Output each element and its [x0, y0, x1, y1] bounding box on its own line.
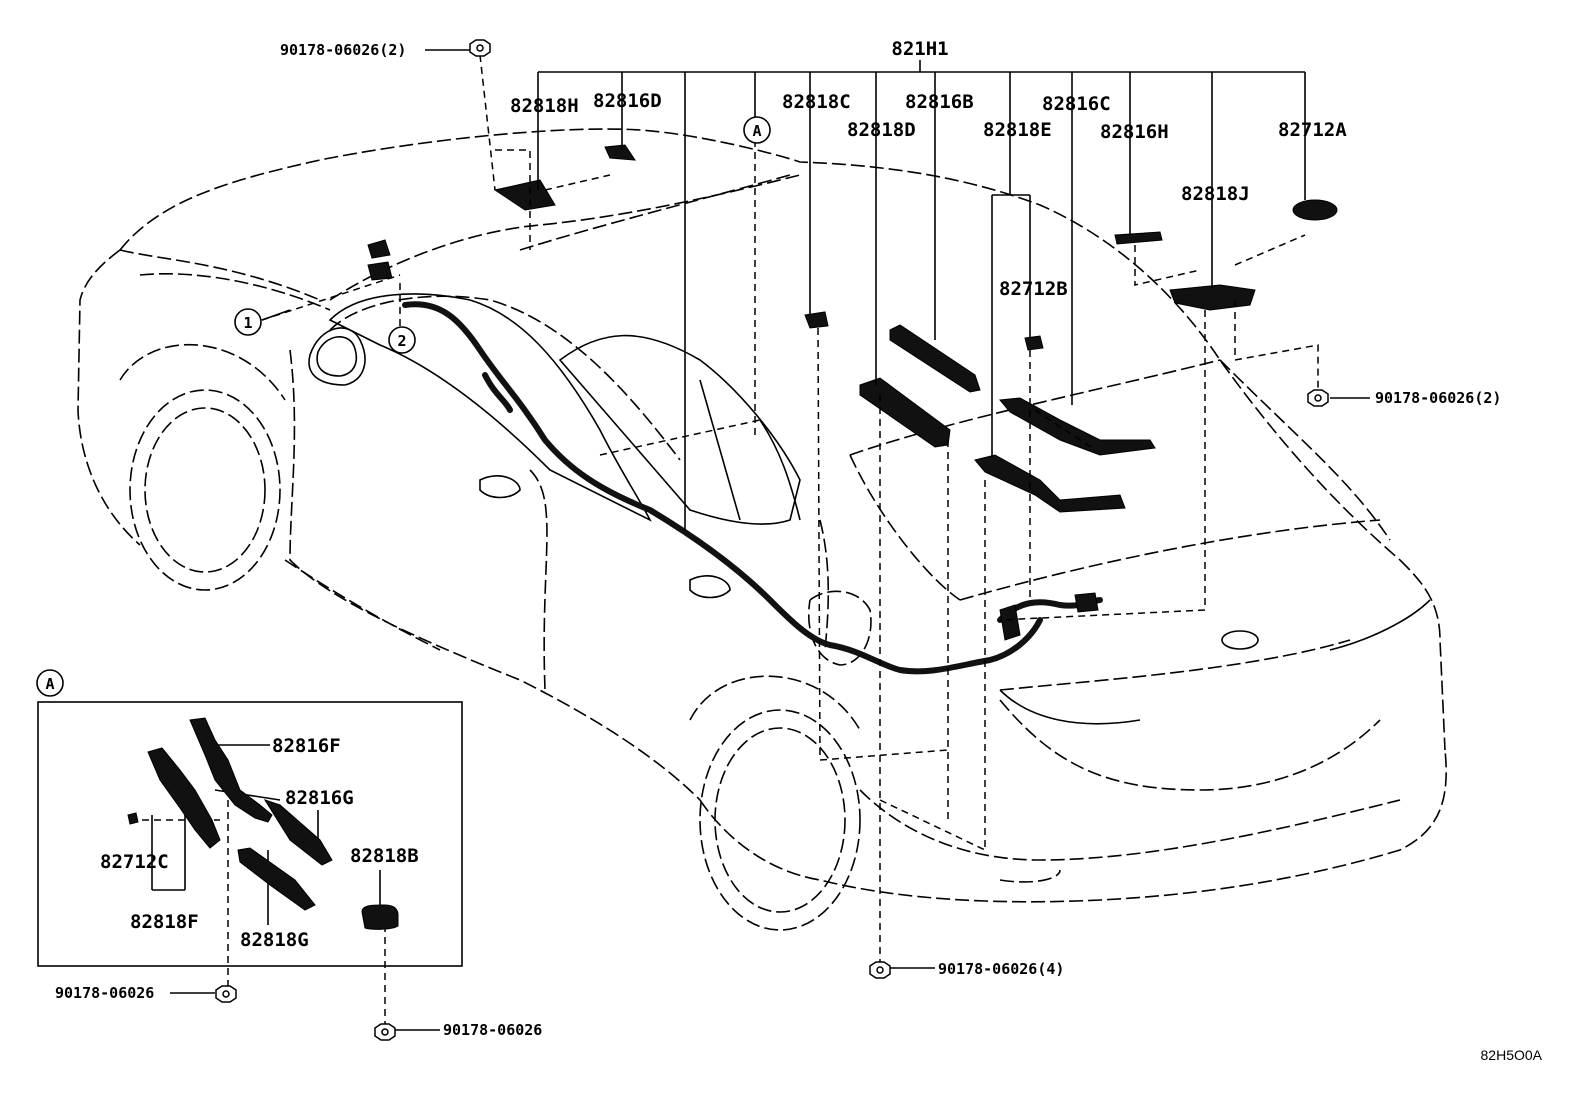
inset-a-marker: A [45, 675, 54, 693]
bolt-icon [1307, 389, 1329, 407]
bolt-label-right: 90178-06026(2) [1375, 389, 1501, 407]
clamp-82818C [804, 311, 829, 329]
callout-82816C: 82816C [1042, 93, 1111, 115]
marker-two: 2 [397, 332, 406, 350]
bolt-icon [469, 39, 491, 57]
bolt-label-inset-b: 90178-06026 [443, 1021, 542, 1039]
inset-a [37, 701, 463, 967]
callout-82818E: 82818E [983, 119, 1052, 141]
connector-rear [999, 604, 1021, 641]
callout-82818B: 82818B [350, 845, 419, 867]
part-labels: 821H1 82818H 82816D 82818C 82816B 82818D… [55, 38, 1543, 1063]
protector-82816C [999, 397, 1156, 456]
protector-82816G [263, 799, 333, 866]
markers: A A 1 2 [36, 116, 771, 697]
callout-82712B: 82712B [999, 278, 1068, 300]
callout-82818C: 82818C [782, 91, 851, 113]
clamp-82816D [604, 144, 636, 161]
callout-82818J: 82818J [1181, 183, 1250, 205]
callout-82816F: 82816F [272, 735, 341, 757]
clamp-82818J [1169, 284, 1256, 311]
view-a-marker: A [752, 122, 761, 140]
car-windows [308, 293, 1431, 725]
bolt-icon [374, 1023, 396, 1041]
callout-82816H: 82816H [1100, 121, 1169, 143]
main-part-label: 821H1 [891, 38, 948, 60]
callout-82816B: 82816B [905, 91, 974, 113]
clamp-82818E [974, 454, 1126, 513]
callout-82818D: 82818D [847, 119, 916, 141]
callout-82818G: 82818G [240, 929, 309, 951]
plug-82712B [1024, 335, 1044, 351]
bolt-label-inset-a: 90178-06026 [55, 984, 154, 1002]
callout-82818F: 82818F [130, 911, 199, 933]
plug-82712C [127, 812, 139, 825]
callout-82816G: 82816G [285, 787, 354, 809]
bolt-label-top-left: 90178-06026(2) [280, 41, 406, 59]
protector-82816F [189, 717, 273, 823]
callout-82818H: 82818H [510, 95, 579, 117]
clamp-82818H [493, 179, 556, 211]
clamp-front [367, 239, 391, 259]
bolt-symbols [215, 39, 1329, 1041]
clamp-front-2 [367, 261, 393, 281]
plug-82712A [1292, 199, 1338, 221]
clamp-82818G [237, 847, 316, 911]
clamp-82818B [361, 904, 399, 930]
bolt-label-bottom-center: 90178-06026(4) [938, 960, 1064, 978]
marker-one: 1 [243, 314, 252, 332]
leader-lines [151, 49, 1370, 1031]
protector-82816H [1114, 231, 1163, 245]
bolt-icon [869, 961, 891, 979]
connector-rear-2 [1074, 592, 1099, 613]
protector-82816B [889, 324, 981, 393]
callout-82712C: 82712C [100, 851, 169, 873]
callout-82712A: 82712A [1278, 119, 1347, 141]
clamp-inset [147, 747, 221, 849]
reference-code: 82H5O0A [1481, 1047, 1543, 1063]
bolt-icon [215, 985, 237, 1003]
wire-harness [402, 301, 1103, 675]
dashed-lines [130, 54, 1319, 1028]
clamp-82818D [859, 377, 951, 448]
callout-82816D: 82816D [593, 90, 662, 112]
